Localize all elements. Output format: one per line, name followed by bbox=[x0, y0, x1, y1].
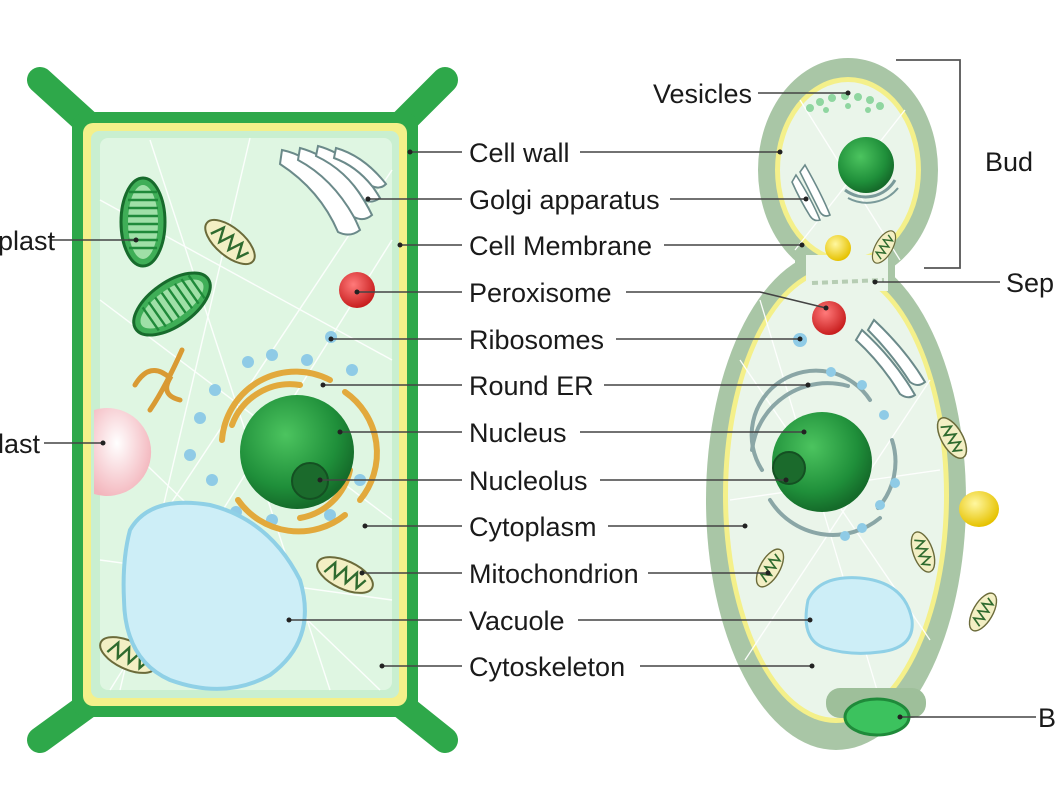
chloroplast bbox=[119, 176, 167, 268]
leader-lines bbox=[44, 90, 1036, 720]
label-cell-wall: Cell wall bbox=[469, 138, 570, 168]
label-chloroplast-partial: plast bbox=[0, 226, 56, 256]
nucleolus bbox=[291, 462, 329, 500]
label-nucleus: Nucleus bbox=[469, 418, 567, 448]
plant-cell bbox=[27, 67, 458, 753]
septum bbox=[811, 278, 885, 285]
label-vacuole: Vacuole bbox=[469, 606, 565, 636]
label-ribosomes: Ribosomes bbox=[469, 325, 604, 355]
labels: Vesicles Cell wall Golgi apparatus Cell … bbox=[0, 79, 1056, 733]
golgi-apparatus bbox=[278, 144, 388, 236]
label-mitochondrion: Mitochondrion bbox=[469, 559, 639, 589]
label-vesicles: Vesicles bbox=[653, 79, 752, 109]
label-round-er: Round ER bbox=[469, 371, 594, 401]
smooth-er bbox=[132, 347, 185, 413]
label-peroxisome: Peroxisome bbox=[469, 278, 612, 308]
yeast-nucleus bbox=[772, 412, 872, 512]
yeast-peroxisome bbox=[812, 301, 846, 335]
amyloplast bbox=[94, 408, 152, 497]
bud-nucleus bbox=[838, 137, 894, 193]
label-septum-partial: Sep bbox=[1006, 268, 1054, 298]
label-nucleolus: Nucleolus bbox=[469, 466, 588, 496]
yeast-nucleolus bbox=[772, 451, 806, 485]
label-bud-scar-partial: B bbox=[1038, 703, 1056, 733]
yeast-vacuole bbox=[804, 576, 914, 655]
bud-granule bbox=[825, 235, 851, 261]
yeast-cell bbox=[706, 58, 1003, 750]
vacuole bbox=[121, 500, 307, 691]
bud-bracket bbox=[896, 59, 961, 269]
yeast-granule bbox=[959, 491, 999, 527]
yeast-golgi bbox=[854, 318, 927, 399]
vesicles bbox=[806, 92, 884, 113]
label-amyloplast-partial: last bbox=[0, 429, 41, 459]
label-cell-membrane: Cell Membrane bbox=[469, 231, 652, 261]
label-golgi-apparatus: Golgi apparatus bbox=[469, 185, 660, 215]
label-cytoplasm: Cytoplasm bbox=[469, 512, 597, 542]
label-bud: Bud bbox=[985, 147, 1033, 177]
label-cytoskeleton: Cytoskeleton bbox=[469, 652, 625, 682]
